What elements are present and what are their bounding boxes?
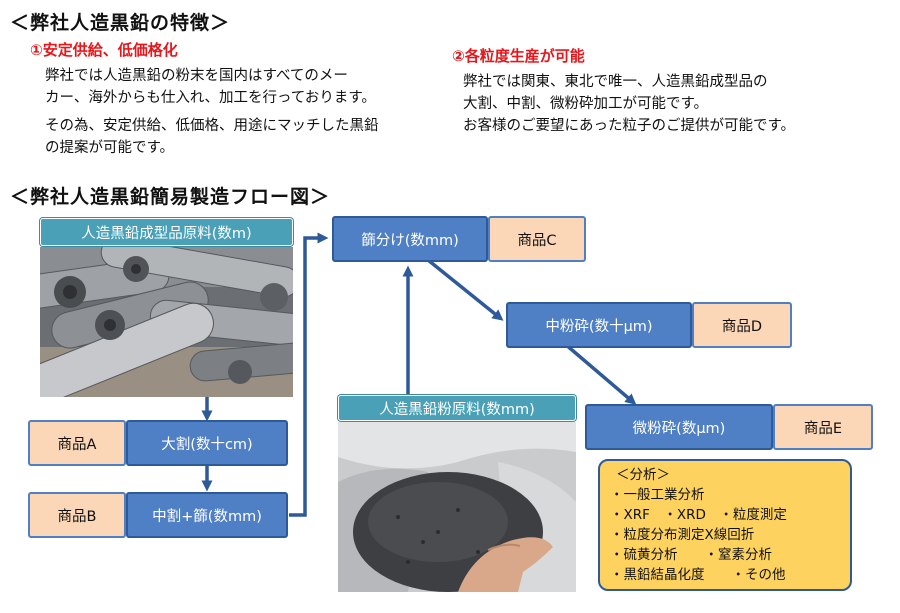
feature1-line: 弊社では人造黒鉛の粉末を国内はすべてのメー [45, 68, 348, 84]
step-fine-pulverize: 微粉砕(数μm) [585, 404, 773, 450]
analysis-item: ・XRF ・XRD ・粒度測定 [610, 507, 787, 523]
product-c: 商品C [488, 216, 586, 262]
arrow-sieving-to-medium-pulverize [426, 258, 504, 321]
feature2-text: 弊社では関東、東北で唯一、人造黒鉛成型品の 大割、中割、微粉砕加工が可能です。 … [463, 71, 893, 137]
product-a: 商品A [28, 420, 126, 466]
product-e: 商品E [773, 404, 873, 450]
feature1-line: の提案が可能です。 [45, 140, 175, 156]
feature1-line: その為、安定供給、低価格、用途にマッチした黒鉛 [45, 118, 379, 134]
feature2-line: お客様のご要望にあった粒子のご提供が可能です。 [463, 118, 796, 134]
feature2-line: 大割、中割、微粉砕加工が可能です。 [463, 96, 709, 112]
analysis-item: ・一般工業分析 [610, 487, 705, 503]
feature2-line: 弊社では関東、東北で唯一、人造黒鉛成型品の [463, 74, 768, 90]
feature1-text: 弊社では人造黒鉛の粉末を国内はすべてのメー カー、海外からも仕入れ、加工を行って… [45, 65, 445, 159]
step-large-split: 大割(数十cm) [126, 420, 288, 466]
step-medium-pulverize: 中粉砕(数十μm) [506, 302, 692, 348]
product-d: 商品D [692, 302, 792, 348]
analysis-item: ・硫黄分析 ・窒素分析 [610, 547, 772, 563]
raw-powder-label: 人造黒鉛粉原料(数mm) [338, 395, 576, 421]
feature1-line: カー、海外からも仕入れ、加工を行っております。 [45, 90, 376, 106]
analysis-title: ＜分析＞ [616, 467, 670, 483]
feature1-heading: ①安定供給、低価格化 [30, 41, 178, 59]
step-sieving: 篩分け(数mm) [332, 216, 488, 262]
flow-title: ＜弊社人造黒鉛簡易製造フロー図＞ [10, 186, 331, 208]
product-b: 商品B [28, 492, 126, 538]
graphite-rods-image [40, 247, 293, 397]
step-medium-split: 中割+篩(数mm) [126, 492, 288, 538]
graphite-powder-image [338, 422, 576, 592]
arrow-medium-split-to-sieving [289, 232, 329, 517]
analysis-box: ＜分析＞ ・一般工業分析 ・XRF ・XRD ・粒度測定 ・粒度分布測定X線回折… [598, 459, 852, 591]
feature2-heading: ②各粒度生産が可能 [452, 47, 585, 65]
features-title: ＜弊社人造黒鉛の特徴＞ [10, 12, 231, 34]
arrow-medium-pulverize-to-fine-pulverize [563, 342, 637, 405]
graphite-powder-photo [338, 422, 576, 592]
graphite-rods-photo [40, 247, 293, 397]
analysis-item: ・粒度分布測定X線回折 [610, 527, 755, 543]
raw-molded-label: 人造黒鉛成型品原料(数m) [40, 218, 293, 246]
analysis-item: ・黒鉛結晶化度 ・その他 [610, 567, 786, 583]
